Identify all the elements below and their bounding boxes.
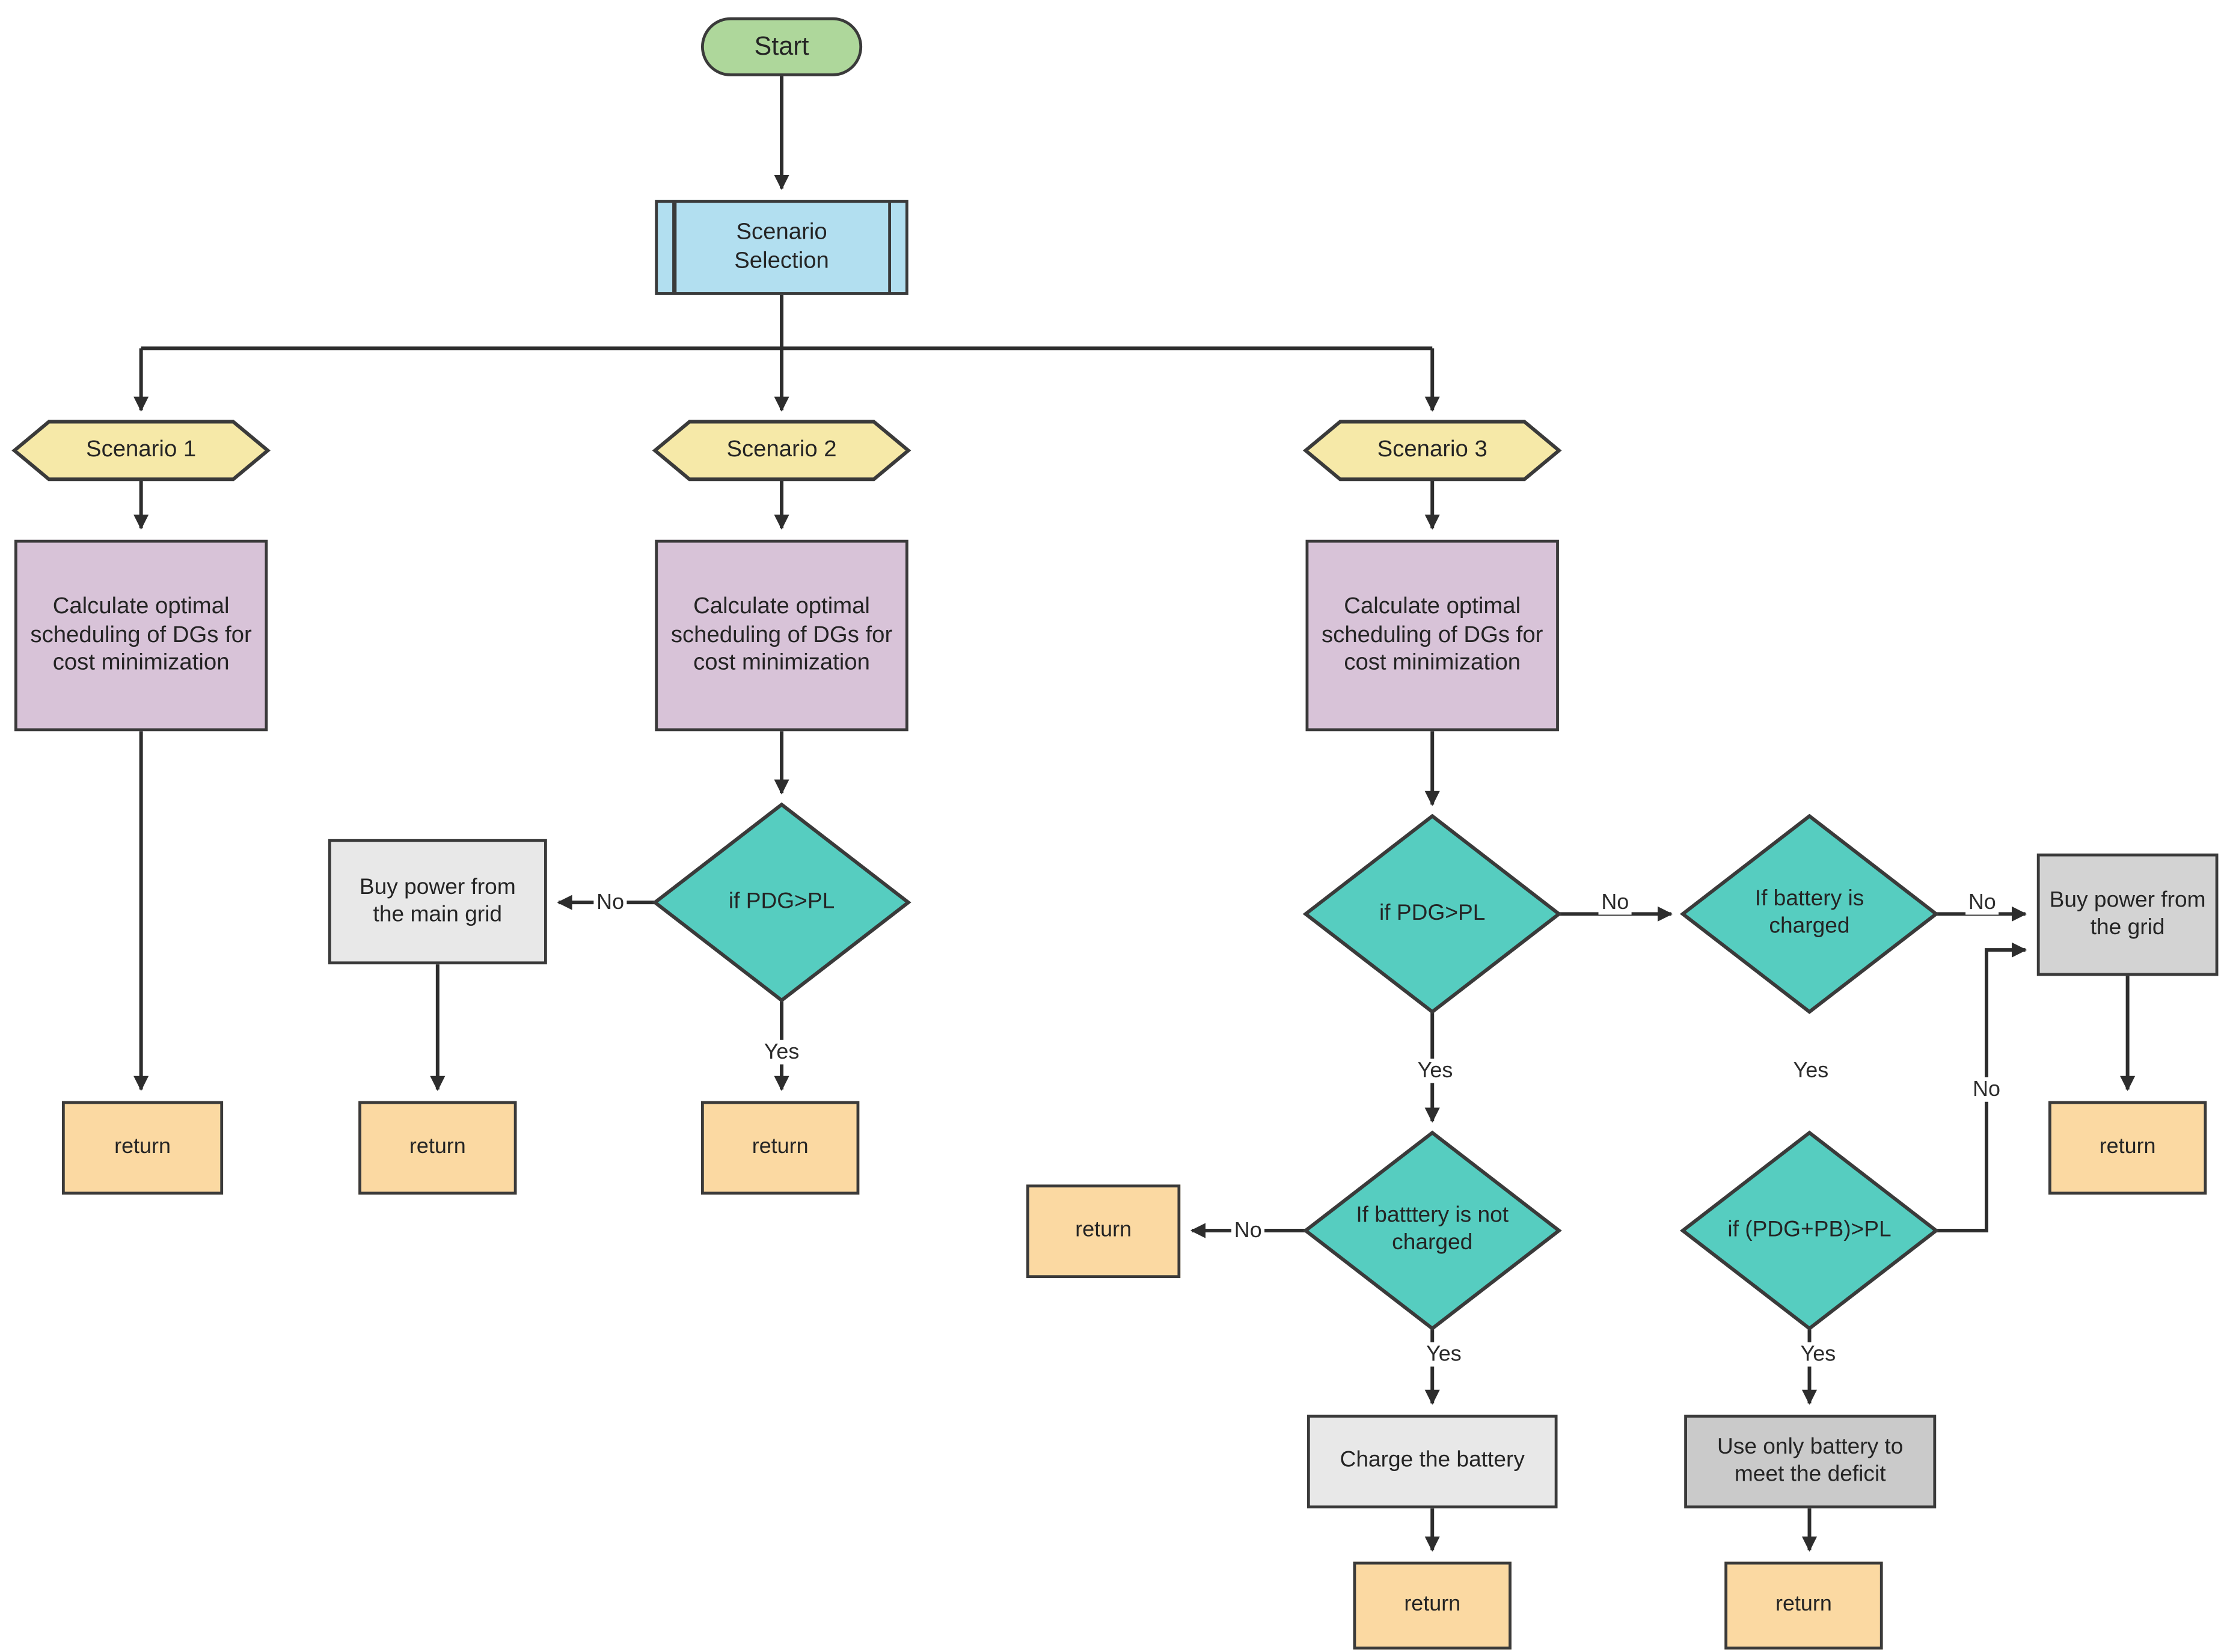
s3-d3-no-label: No (1231, 1218, 1265, 1243)
s2-buymain-return-box: return (358, 1101, 517, 1195)
return-label: return (752, 1134, 809, 1160)
s2-calculate-label: Calculate optimal scheduling of DGs for … (670, 595, 893, 676)
s2-buy-main-grid-label: Buy power from the main grid (359, 874, 516, 926)
return-label: return (1775, 1592, 1832, 1617)
s1-return-box: return (61, 1101, 224, 1195)
s3-decision1-diamond (1302, 813, 1562, 1014)
s3-d1-no-label: No (1598, 890, 1632, 915)
start-label: Start (754, 31, 809, 60)
scenario-selection-label: Scenario Selection (734, 221, 829, 274)
scenario3-hexagon (1302, 420, 1562, 482)
s3-d2-no-label: No (1965, 890, 1999, 915)
s3-d4-no-label: No (1970, 1077, 2003, 1102)
s2-buy-main-grid-box: Buy power from the main grid (328, 839, 547, 965)
s2-calculate-box: Calculate optimal scheduling of DGs for … (655, 539, 908, 732)
s3-d3-no-return-box: return (1026, 1184, 1181, 1279)
s3-buygrid-return-box: return (2048, 1101, 2207, 1195)
s1-calculate-box: Calculate optimal scheduling of DGs for … (14, 539, 268, 732)
s2-yes-label: Yes (761, 1039, 803, 1065)
scenario2-hexagon (652, 420, 911, 482)
s3-decision3-diamond (1302, 1130, 1562, 1331)
return-label: return (1075, 1218, 1132, 1243)
s3-calculate-box: Calculate optimal scheduling of DGs for … (1305, 539, 1559, 732)
return-label: return (1404, 1592, 1461, 1617)
predefined-process-bar-right (887, 203, 892, 293)
s2-yes-return-box: return (700, 1101, 860, 1195)
return-label: return (409, 1134, 466, 1160)
return-label: return (2099, 1134, 2156, 1160)
s3-d3-yes-label: Yes (1423, 1342, 1465, 1367)
s3-use-battery-box: Use only battery to meet the deficit (1684, 1415, 1937, 1509)
s2-no-label: No (593, 890, 627, 915)
start-terminal: Start (700, 17, 863, 76)
scenario-selection-process: Scenario Selection (655, 200, 908, 295)
s3-charge-battery-label: Charge the battery (1340, 1448, 1525, 1473)
s3-buy-grid-label: Buy power from the grid (2049, 887, 2206, 940)
s2-decision-diamond (652, 802, 911, 1003)
s3-use-battery-label: Use only battery to meet the deficit (1717, 1434, 1904, 1487)
return-label: return (114, 1134, 171, 1160)
s3-usebattery-return-box: return (1724, 1561, 1883, 1650)
s3-d4-yes-label: Yes (1797, 1342, 1839, 1367)
s3-calculate-label: Calculate optimal scheduling of DGs for … (1322, 595, 1543, 676)
s3-buy-grid-box: Buy power from the grid (2036, 853, 2219, 976)
s3-charge-battery-box: Charge the battery (1307, 1415, 1558, 1509)
s3-decision2-diamond (1679, 813, 1940, 1014)
s3-decision4-diamond (1679, 1130, 1940, 1331)
s3-d1-yes-label: Yes (1414, 1058, 1456, 1083)
scenario1-hexagon (11, 420, 271, 482)
s1-calculate-label: Calculate optimal scheduling of DGs for … (30, 595, 252, 676)
s3-charge-return-box: return (1353, 1561, 1512, 1650)
predefined-process-bar-left (672, 203, 676, 293)
s3-d2-yes-label: Yes (1790, 1058, 1832, 1083)
